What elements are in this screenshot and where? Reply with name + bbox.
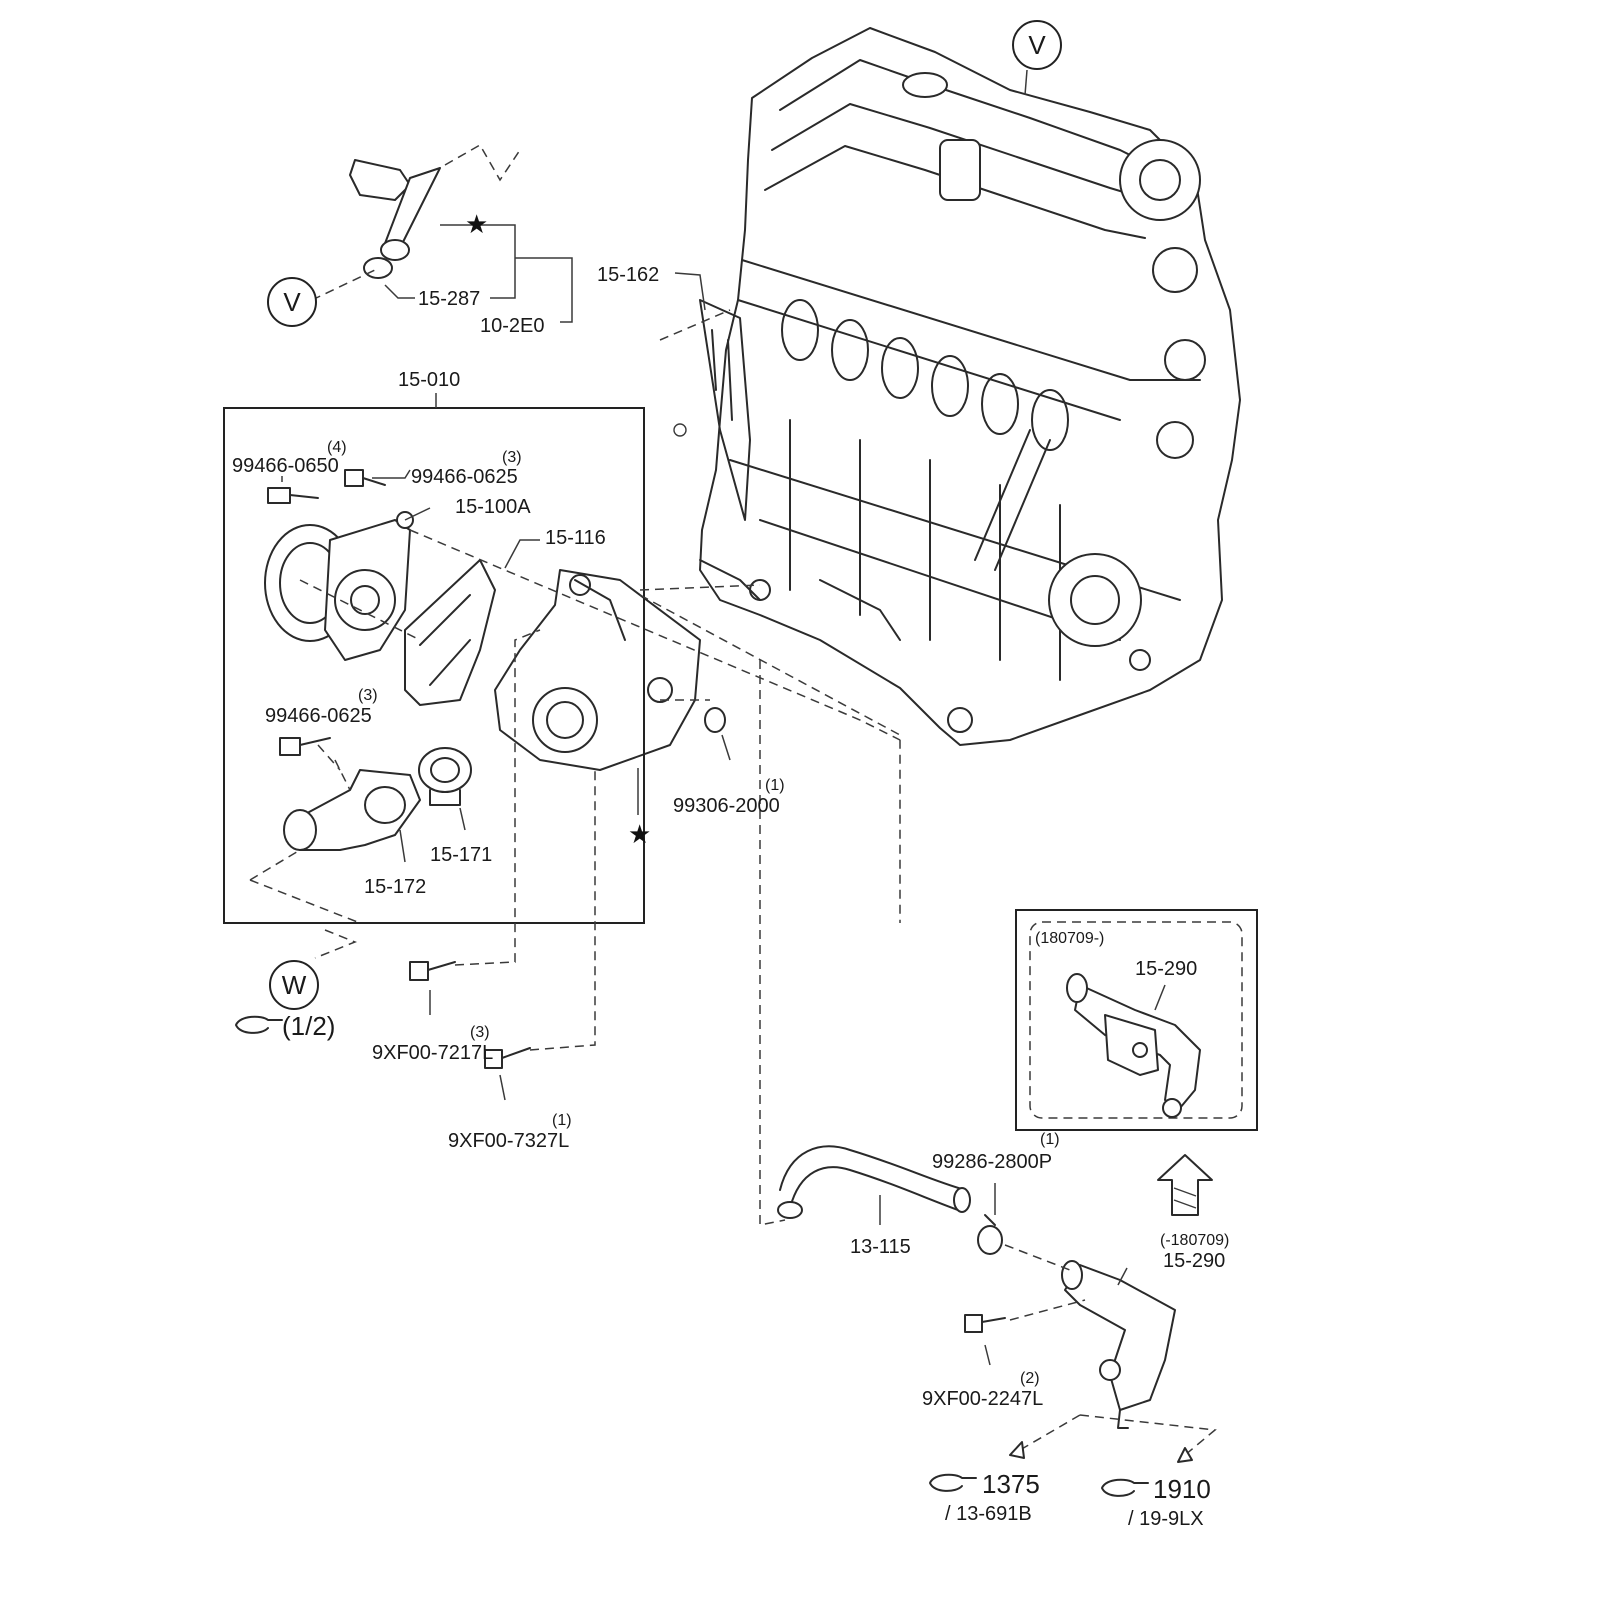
svg-text:V: V — [1028, 30, 1046, 60]
label-13-115: 13-115 — [850, 1236, 911, 1258]
engine-block-drawing — [699, 27, 1241, 746]
label-9XF00-2247L: 9XF00-2247L — [922, 1388, 1043, 1410]
pipe-15-290-old-drawing — [1061, 1260, 1176, 1429]
ref-half: (1/2) — [282, 1011, 335, 1041]
label-15-287: 15-287 — [418, 288, 480, 310]
label-10-2E0: 10-2E0 — [480, 315, 545, 337]
ref-1910: 1910 — [1153, 1474, 1211, 1504]
callout-v-top: V — [1012, 20, 1062, 96]
highlight-box — [1015, 909, 1258, 1131]
qty-99306-2000: (1) — [765, 777, 785, 794]
reference-hand-icon — [929, 1473, 977, 1492]
qty-99466-0625-mid: (3) — [358, 687, 378, 704]
label-15-172: 15-172 — [364, 876, 426, 898]
assembly-box-15-010 — [223, 407, 645, 924]
qty-99286-2800P: (1) — [1040, 1131, 1060, 1148]
reference-hand-icon — [235, 1015, 283, 1034]
ref-1375-sub: / 13-691B — [945, 1503, 1032, 1525]
label-99286-2800P: 99286-2800P — [932, 1151, 1052, 1173]
date-new: (180709-) — [1035, 930, 1104, 947]
callout-w: W — [269, 960, 319, 1010]
ref-1375: 1375 — [982, 1469, 1040, 1499]
water-pipe-top-drawing — [349, 143, 521, 279]
gasket-15-162-drawing — [699, 299, 751, 521]
svg-text:W: W — [282, 970, 307, 1000]
callout-v-left: V — [267, 277, 317, 327]
thermostat-housing-drawing — [494, 569, 701, 771]
label-99466-0625-mid: 99466-0625 — [265, 705, 372, 727]
pipe-15-290-new-drawing — [1066, 973, 1201, 1118]
label-15-162: 15-162 — [597, 264, 659, 286]
label-9XF00-7217L: 9XF00-7217L — [372, 1042, 493, 1064]
date-old: (-180709) — [1160, 1232, 1229, 1249]
hose-13-115-drawing — [777, 1145, 971, 1219]
gasket-15-116-drawing — [404, 559, 496, 706]
thermostat-cover-drawing — [283, 769, 421, 851]
leader-lines — [249, 224, 1217, 1463]
label-15-100A: 15-100A — [455, 496, 531, 518]
o-ring-drawing — [704, 707, 726, 733]
qty-99466-0625-top: (3) — [502, 449, 522, 466]
label-99306-2000: 99306-2000 — [673, 795, 780, 817]
svg-text:V: V — [283, 287, 301, 317]
thermostat-drawing — [418, 747, 472, 806]
label-15-171: 15-171 — [430, 844, 492, 866]
hose-clamp-drawing — [977, 1214, 1003, 1255]
label-15-116: 15-116 — [545, 527, 606, 549]
label-15-290-old: 15-290 — [1163, 1250, 1225, 1272]
label-15-290-new: 15-290 — [1135, 958, 1197, 980]
star-marker-icon: ★ — [465, 210, 488, 240]
up-arrow-icon — [1157, 1154, 1213, 1216]
label-99466-0625-top: 99466-0625 — [411, 466, 518, 488]
qty-9XF00-7217L: (3) — [470, 1024, 490, 1041]
water-pump-drawing — [264, 511, 414, 661]
label-9XF00-7327L: 9XF00-7327L — [448, 1130, 569, 1152]
qty-9XF00-7327L: (1) — [552, 1112, 572, 1129]
qty-99466-0650: (4) — [327, 439, 347, 456]
ref-1910-sub: / 19-9LX — [1128, 1508, 1204, 1530]
star-marker-icon: ★ — [628, 820, 651, 850]
label-99466-0650: 99466-0650 — [232, 455, 339, 477]
reference-hand-icon — [1101, 1478, 1149, 1497]
qty-9XF00-2247L: (2) — [1020, 1370, 1040, 1387]
bolts-drawing — [267, 469, 1006, 1333]
label-15-010: 15-010 — [398, 369, 460, 391]
